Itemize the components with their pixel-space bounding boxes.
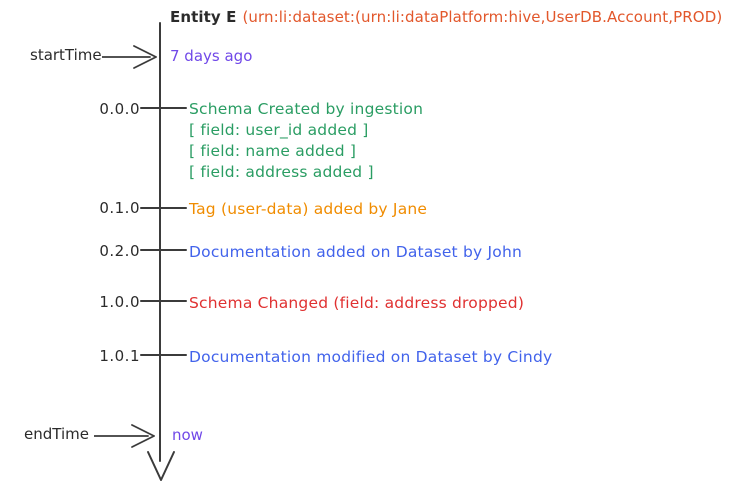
end-time-value: now (172, 426, 203, 444)
event-line: Tag (user-data) added by Jane (189, 200, 428, 218)
tick-mark (140, 107, 187, 109)
event-text: Documentation modified on Dataset by Cin… (189, 347, 552, 368)
event-line: [ field: address added ] (189, 163, 374, 181)
event-line: [ field: user_id added ] (189, 121, 369, 139)
tick-mark (140, 249, 187, 251)
start-time-arrow-icon (102, 45, 157, 69)
end-time-label: endTime (24, 425, 89, 443)
version-label: 1.0.0 (99, 293, 140, 311)
tick-mark (140, 207, 187, 209)
event-text: Schema Changed (field: address dropped) (189, 293, 524, 314)
start-time-value: 7 days ago (170, 47, 253, 65)
version-label: 1.0.1 (99, 347, 140, 365)
end-time-arrow-icon (94, 424, 155, 448)
event-line: Documentation added on Dataset by John (189, 243, 522, 261)
tick-mark (140, 354, 187, 356)
timeline-axis (159, 22, 161, 462)
event-line: Schema Changed (field: address dropped) (189, 294, 525, 312)
start-time-label: startTime (30, 46, 102, 64)
version-label: 0.2.0 (99, 242, 140, 260)
version-label: 0.0.0 (99, 100, 140, 118)
event-text: Tag (user-data) added by Jane (189, 199, 427, 220)
entity-label: Entity E (170, 8, 237, 26)
timeline-arrow-down-icon (147, 451, 175, 481)
diagram-title: Entity E (urn:li:dataset:(urn:li:dataPlat… (170, 8, 722, 26)
event-line: Schema Created by ingestion (189, 100, 424, 118)
event-line: Documentation modified on Dataset by Cin… (189, 348, 553, 366)
entity-urn: (urn:li:dataset:(urn:li:dataPlatform:hiv… (242, 8, 723, 26)
version-label: 0.1.0 (99, 199, 140, 217)
event-text: Schema Created by ingestion [ field: use… (189, 99, 423, 183)
event-line: [ field: name added ] (189, 142, 357, 160)
tick-mark (140, 300, 187, 302)
event-text: Documentation added on Dataset by John (189, 242, 522, 263)
